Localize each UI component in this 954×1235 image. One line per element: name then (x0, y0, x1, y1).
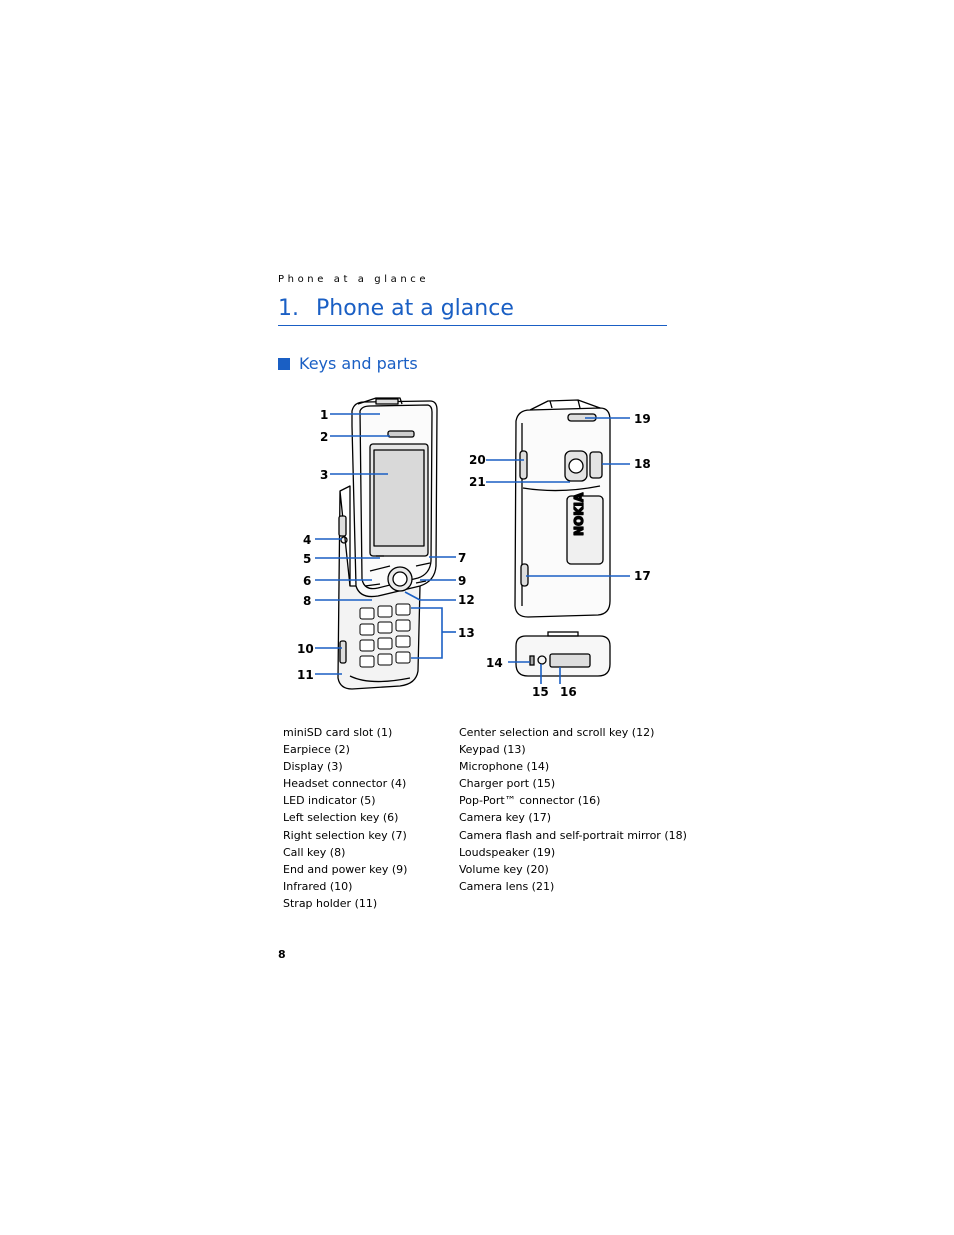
list-item: Left selection key (6) (283, 811, 399, 825)
page-number: 8 (278, 948, 286, 961)
callout-14: 14 (486, 656, 503, 670)
list-item: Volume key (20) (459, 862, 549, 876)
callout-15: 15 (532, 685, 549, 699)
section-heading: Keys and parts (278, 354, 418, 373)
callout-18: 18 (634, 457, 651, 471)
callout-6: 6 (303, 574, 311, 588)
list-item: Call key (8) (283, 845, 346, 859)
callout-3: 3 (320, 468, 328, 482)
list-item: Microphone (14) (459, 760, 550, 774)
front-phone-illustration (337, 397, 438, 690)
phone-diagram: NOKIA 1 2 (280, 396, 680, 705)
list-item: Strap holder (11) (283, 896, 378, 910)
chapter-number: 1. (278, 296, 299, 321)
list-item: Pop-Port™ connector (16) (459, 794, 601, 808)
callout-11: 11 (297, 668, 314, 682)
callout-21: 21 (469, 475, 486, 489)
parts-list-left: miniSD card slot (1) Earpiece (2) Displa… (283, 724, 407, 912)
callout-10: 10 (297, 642, 314, 656)
phone-diagram-svg: NOKIA 1 2 (297, 397, 651, 699)
list-item: Display (3) (283, 760, 343, 774)
back-phone-illustration: NOKIA (514, 399, 611, 618)
list-item: Infrared (10) (283, 879, 353, 893)
svg-text:NOKIA: NOKIA (572, 492, 586, 536)
list-item: Camera key (17) (459, 811, 551, 825)
list-item: Earpiece (2) (283, 743, 350, 757)
section-title-text: Keys and parts (299, 354, 418, 373)
list-item: Camera flash and self-portrait mirror (1… (459, 828, 687, 842)
list-item: Headset connector (4) (283, 777, 407, 791)
list-item: Charger port (15) (459, 777, 556, 791)
list-item: Camera lens (21) (459, 879, 555, 893)
callout-19: 19 (634, 412, 651, 426)
callout-16: 16 (560, 685, 577, 699)
list-item: Center selection and scroll key (12) (459, 726, 655, 739)
callout-20: 20 (469, 453, 486, 467)
callout-1: 1 (320, 408, 328, 422)
callout-13: 13 (458, 626, 475, 640)
bottom-view-illustration (515, 631, 611, 677)
chapter-title-text: Phone at a glance (316, 296, 514, 321)
list-item: End and power key (9) (283, 862, 408, 876)
callout-12: 12 (458, 593, 475, 607)
parts-list-right: Center selection and scroll key (12) Key… (459, 724, 687, 895)
callout-lines (315, 413, 630, 684)
chapter-title: 1. Phone at a glance (278, 296, 667, 326)
callout-4: 4 (303, 533, 311, 547)
list-item: Keypad (13) (459, 743, 526, 757)
callout-5: 5 (303, 552, 311, 566)
section-bullet-icon (278, 358, 290, 370)
list-item: Loudspeaker (19) (459, 845, 556, 859)
callout-17: 17 (634, 569, 651, 583)
callout-9: 9 (458, 574, 466, 588)
callout-8: 8 (303, 594, 311, 608)
list-item: LED indicator (5) (283, 794, 376, 808)
callout-numbers: 1 2 3 4 5 6 7 8 9 10 11 12 13 14 15 16 1… (297, 408, 651, 699)
callout-2: 2 (320, 430, 328, 444)
list-item: Right selection key (7) (283, 828, 407, 842)
list-item: miniSD card slot (1) (283, 726, 393, 739)
callout-7: 7 (458, 551, 466, 565)
running-header: Phone at a glance (278, 274, 430, 285)
